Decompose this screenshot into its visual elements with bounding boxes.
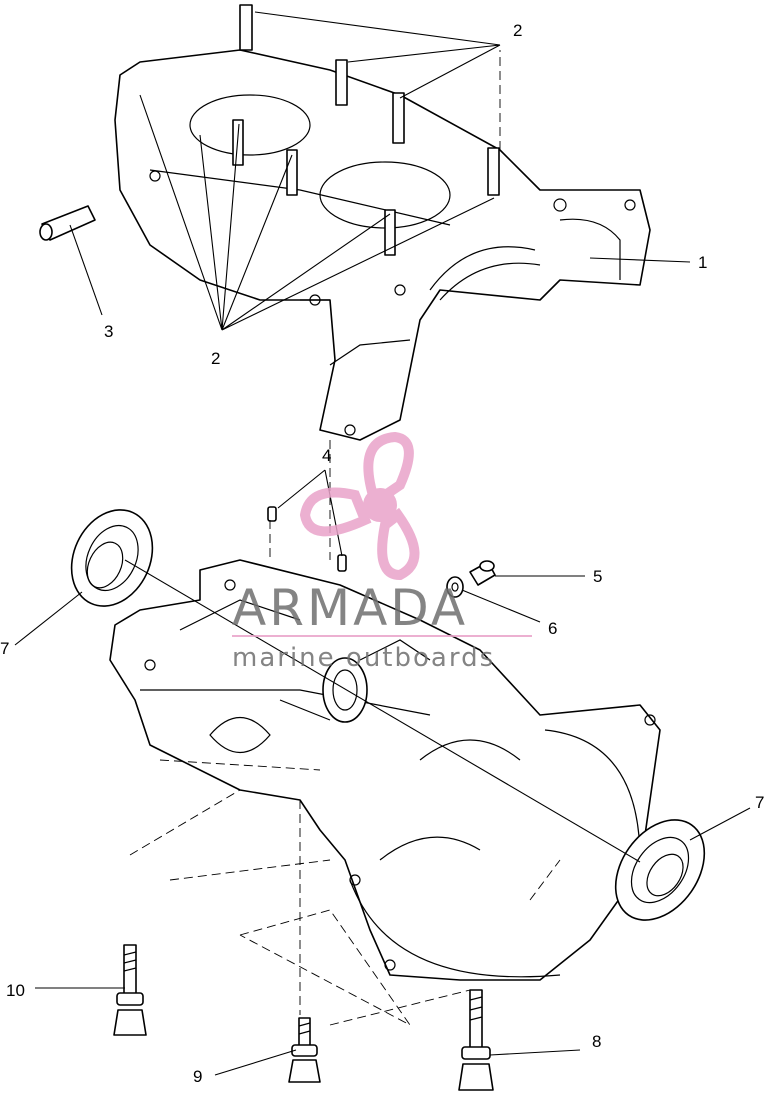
oil-seal-right	[614, 819, 706, 921]
callout-2-bottom: 2	[211, 349, 220, 368]
bolt-part-10	[113, 944, 147, 1036]
lower-crankcase	[109, 559, 661, 981]
callout-9: 9	[193, 1067, 202, 1086]
callout-2-top: 2	[513, 21, 522, 40]
oil-seal-left	[70, 509, 154, 607]
callout-5: 5	[593, 567, 602, 586]
callout-1: 1	[698, 253, 707, 272]
bolt-part-8	[458, 989, 494, 1091]
upper-crankcase	[114, 4, 651, 441]
leader-lines	[14, 11, 751, 1076]
assembly-lines	[129, 50, 561, 1026]
bolt-part-5	[469, 560, 496, 586]
callout-8: 8	[592, 1032, 601, 1051]
dowel-pin-part-3	[39, 205, 96, 241]
callout-6: 6	[548, 619, 557, 638]
watermark: ARMADA marine outboards	[232, 431, 532, 673]
watermark-brand: ARMADA	[232, 579, 468, 637]
watermark-tagline: marine outboards	[232, 643, 495, 673]
callout-4: 4	[322, 446, 331, 465]
bolt-part-9	[288, 1017, 321, 1083]
callout-10: 10	[6, 981, 25, 1000]
callout-7-right: 7	[755, 793, 764, 812]
propeller-icon	[299, 431, 420, 581]
washer-part-6	[446, 576, 464, 598]
callout-7-left: 7	[0, 639, 9, 658]
callout-3: 3	[104, 322, 113, 341]
